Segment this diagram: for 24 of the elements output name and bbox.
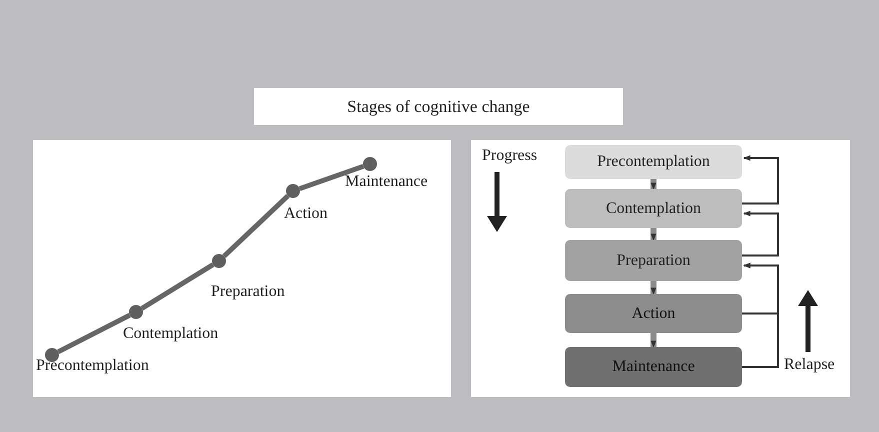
title-box: Stages of cognitive change: [254, 88, 623, 125]
stage-label: Preparation: [211, 283, 285, 301]
down-arrow: [650, 281, 656, 295]
relapse-arrow: [742, 262, 779, 314]
curve-segment: [298, 164, 364, 192]
arrow-label: Relapse: [784, 356, 835, 374]
stage-label: Contemplation: [123, 325, 218, 343]
relapse-arrow: [742, 155, 779, 204]
stage-box: Precontemplation: [565, 145, 742, 179]
curve-segment: [140, 262, 214, 310]
curve-segment: [222, 194, 290, 258]
stage-box: Action: [565, 294, 742, 333]
curve-segment: [57, 312, 131, 354]
down-arrow: [650, 179, 656, 190]
stage-box: Contemplation: [565, 189, 742, 228]
down-arrow: [650, 228, 656, 241]
stage-label: Action: [284, 205, 328, 223]
stage-label: Precontemplation: [36, 357, 149, 375]
down-arrow: [650, 333, 656, 348]
stage-label: Maintenance: [345, 173, 428, 191]
stage-box: Preparation: [565, 240, 742, 281]
arrow-label: Progress: [482, 147, 538, 165]
relapse-arrow: [742, 210, 779, 256]
stage-box: Maintenance: [565, 347, 742, 387]
